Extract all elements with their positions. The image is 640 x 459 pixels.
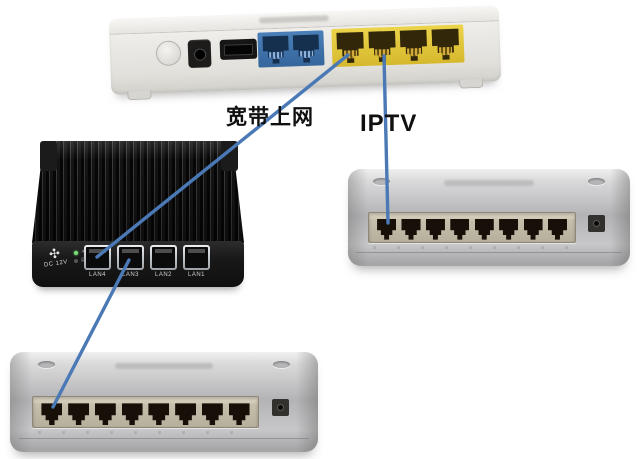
switch-port-7-icon [201,403,223,425]
dsl-port-icon [293,34,320,63]
dsl-port-block [257,30,325,68]
gateway-front-panel: ✣ DC 12V ☀ ▤ LAN4 [32,241,244,287]
lan1-port-icon [185,247,208,268]
iptv-switch [348,169,630,266]
dc-jack-icon [187,39,212,69]
lan3-port-icon [119,247,142,268]
lan-port-block [331,24,465,68]
power-input-area: ✣ DC 12V [39,245,71,269]
switch-port-8-icon [228,403,250,425]
usb-port-icon [219,38,258,60]
switch-port-panel [367,211,577,243]
broadband-label: 宽带上网 [226,106,314,129]
switch-port-8-icon [547,218,567,240]
switch-brand-embossing [114,363,214,369]
power-glyph-icon: ☀ [81,250,85,255]
switch-port-5-icon [474,218,494,240]
switch-port-6-icon [499,218,519,240]
switch-brand-embossing [443,179,535,186]
case-seam [356,252,622,254]
heatsink-corner [221,141,238,171]
switch-port-3-icon [425,218,445,240]
case-indent [37,361,55,368]
heatsink-fins [32,141,244,243]
gateway-mini-pc: ✣ DC 12V ☀ ▤ LAN4 [32,141,244,287]
port-number-marks [373,245,571,249]
disk-led-icon [74,258,78,263]
lan2-port: LAN2 [150,245,177,278]
lan3-port: LAN3 [117,245,144,278]
power-led-icon [74,250,78,255]
lan2-port-icon [152,247,175,268]
lan-port-3-icon [400,29,428,61]
switch-port-1-icon [377,218,397,240]
dc-jack-icon [587,214,605,232]
switch-port-2-icon [401,218,421,240]
switch-port-7-icon [523,218,543,240]
lan4-port: LAN4 [84,245,111,278]
lan4-label: LAN4 [88,272,106,278]
case-indent [373,177,391,185]
switch-port-6-icon [175,403,197,425]
case-indent [273,361,291,368]
lan-port-1-icon [336,31,364,63]
switch-port-4-icon [121,403,143,425]
dsl-port-icon [262,35,289,64]
switch-port-panel [31,396,260,428]
modem-router [108,5,502,101]
router-foot [459,78,484,89]
lan-port-2-icon [368,30,396,62]
router-foot [127,90,152,101]
port-number-marks [37,431,254,434]
iptv-label: IPTV [360,110,418,137]
switch-port-1-icon [41,403,63,425]
dc-jack-icon [271,399,289,416]
lan-switch [10,352,318,452]
case-indent [587,177,605,185]
switch-port-3-icon [94,403,116,425]
lan1-label: LAN1 [187,272,205,278]
router-brand-embossing [258,15,330,24]
switch-port-5-icon [148,403,170,425]
lan-port-4-icon [432,28,460,60]
case-seam [19,438,309,439]
lan2-label: LAN2 [154,272,172,278]
lan1-port: LAN1 [183,245,210,278]
switch-port-2-icon [68,403,90,425]
heatsink-corner [40,141,57,171]
lan3-label: LAN3 [121,272,139,278]
power-button-icon [155,40,182,67]
gateway-lan-ports: LAN4 LAN3 LAN2 LAN1 [84,245,210,278]
switch-port-4-icon [450,218,470,240]
lan4-port-icon [86,247,109,268]
